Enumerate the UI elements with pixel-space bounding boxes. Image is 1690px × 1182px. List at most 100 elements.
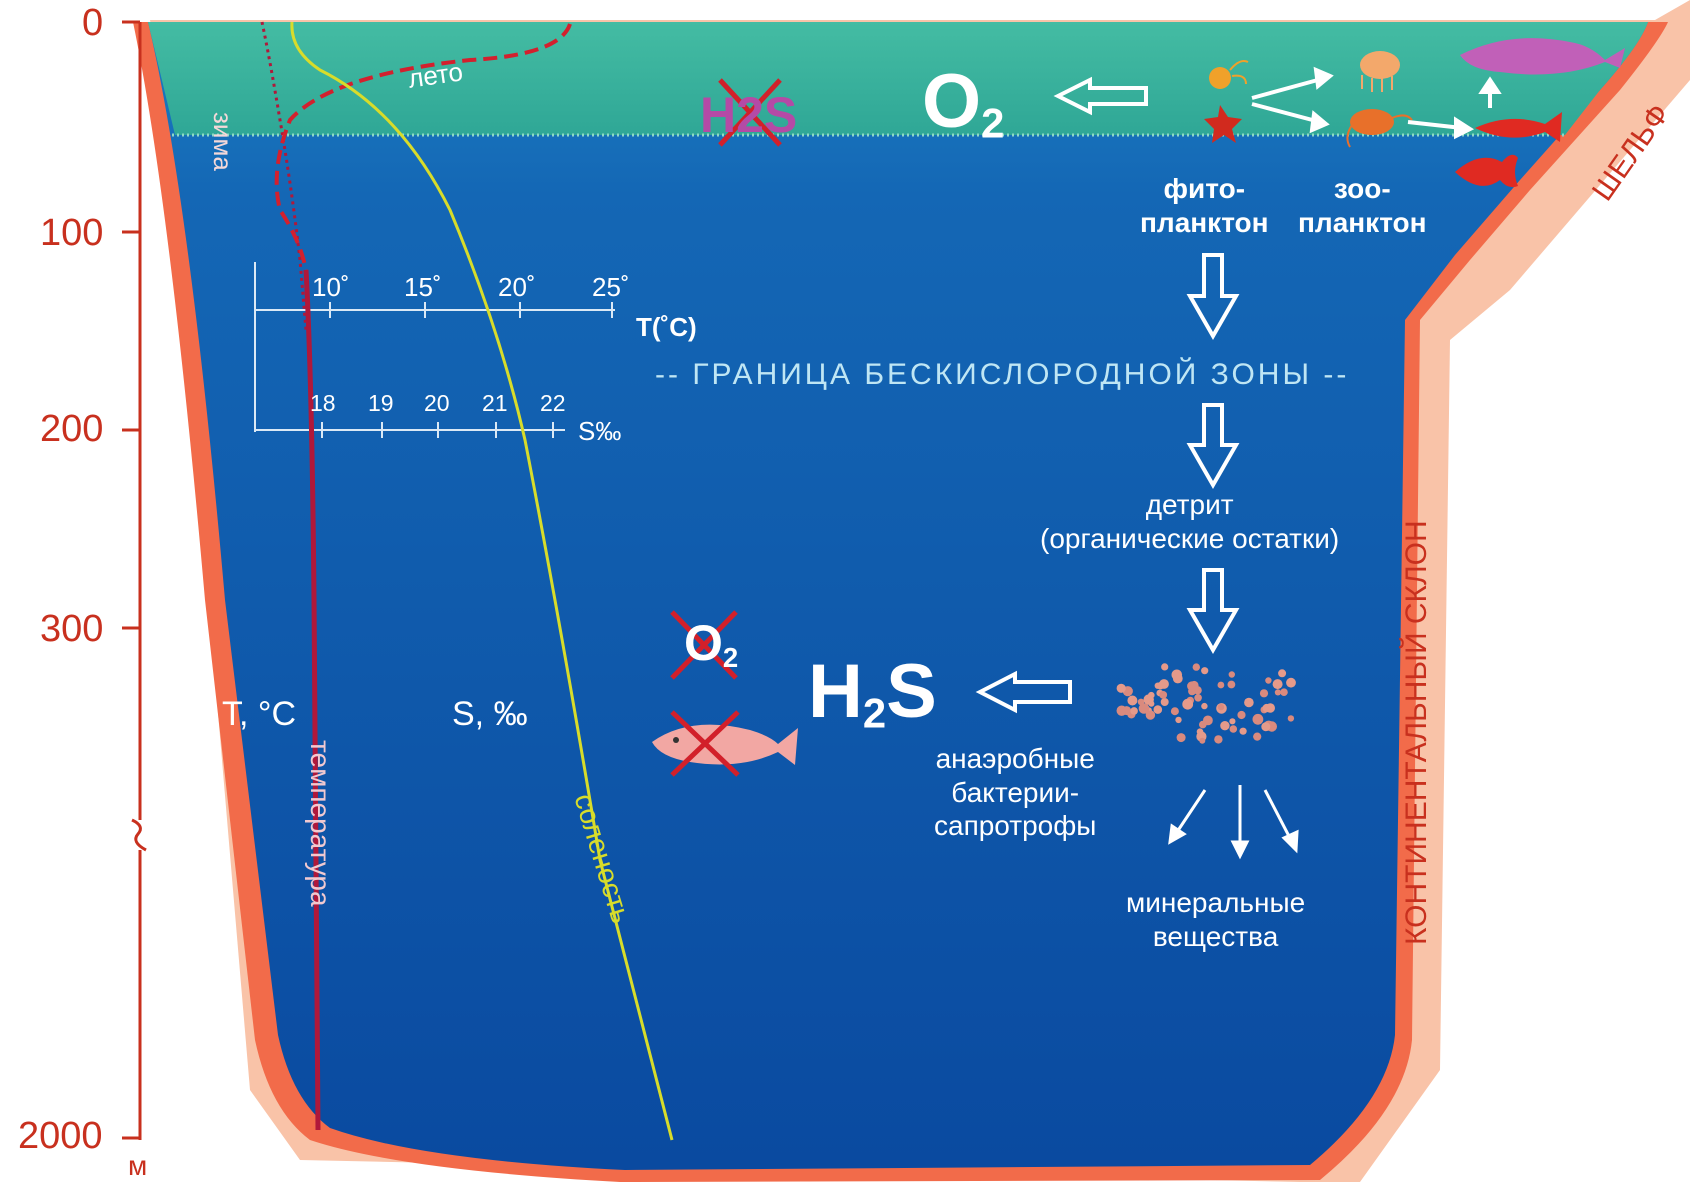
phytoplankton-cell-icon (1209, 67, 1231, 89)
t-tick-20: 20˚ (498, 272, 536, 302)
phytoplankton-icons (1204, 60, 1249, 143)
detritus-particle (1199, 720, 1207, 729)
mini-axes (254, 262, 615, 438)
salinity-curve (290, 21, 674, 1141)
winter-temperature-curve (260, 21, 308, 331)
s-tick-21: 21 (482, 390, 508, 416)
detritus-particle (1220, 721, 1230, 731)
down-arrow-1 (1186, 253, 1240, 341)
o2-crossed-mark (670, 610, 738, 680)
bacteria-label: анаэробные бактерии- сапротрофы (934, 743, 1097, 842)
detritus-particle (1272, 679, 1283, 690)
food-chain-arrows (1251, 66, 1502, 140)
h2s-release-arrow (975, 670, 1072, 714)
shrimp-icon (1350, 109, 1394, 135)
o2-crossed-symbol: O (684, 615, 723, 671)
continental-slope-label: КОНТИНЕНТАЛЬНЫЙ СКЛОН (1400, 520, 1433, 945)
detritus-particle (1116, 705, 1127, 716)
o2-crossed-subscript: 2 (722, 641, 739, 673)
s-tick-22: 22 (540, 390, 566, 416)
depth-tick-0: 0 (82, 2, 104, 44)
h2s-label: H2S (808, 654, 937, 734)
detritus-particle (1170, 707, 1179, 716)
detritus-particle (1187, 681, 1197, 691)
depth-tick-100: 100 (40, 212, 104, 254)
summer-temperature-curve (274, 23, 572, 271)
dead-fish-icon (652, 724, 798, 765)
o2-symbol: O (922, 59, 982, 144)
o2-label: O2 (922, 64, 1004, 144)
anoxic-boundary-label: -- ГРАНИЦА БЕСКИСЛОРОДНОЙ ЗОНЫ -- (655, 358, 1350, 391)
detritus-particle (1262, 703, 1271, 713)
h2s-subscript: 2 (862, 689, 887, 737)
salinity-axis-label: S, ‰ (452, 695, 528, 733)
s-tick-18: 18 (310, 390, 336, 416)
s-tick-20: 20 (424, 390, 450, 416)
detritus-particle (1172, 673, 1183, 684)
down-arrow-2 (1186, 403, 1240, 490)
s-axis-label: S‰ (578, 416, 622, 446)
detritus-particle (1227, 680, 1236, 689)
t-tick-10: 10˚ (312, 272, 350, 302)
depth-tick-2000: 2000 (18, 1115, 103, 1157)
detritus-particle (1154, 682, 1162, 689)
surface-water (148, 22, 1648, 135)
detritus-particle (1182, 698, 1194, 710)
depth-unit: м (128, 1150, 148, 1181)
detritus-particle (1286, 677, 1296, 688)
detritus-particle (1192, 663, 1201, 671)
temperature-axis-label: T, °C (222, 695, 297, 733)
detritus-particle (1201, 702, 1208, 710)
s-tick-19: 19 (368, 390, 394, 416)
mineral-arrows (1168, 785, 1299, 860)
temperature-curve (303, 269, 321, 1131)
fish-crossed-mark (670, 710, 740, 777)
detritus-particle (1278, 669, 1287, 678)
o2-crossed-label: O2 (684, 618, 738, 671)
detritus-particle (1130, 707, 1138, 715)
detritus-particle (1143, 694, 1154, 705)
red-fish-small-icon (1455, 154, 1518, 188)
depth-axis (122, 20, 147, 1140)
detritus-particle (1161, 663, 1169, 671)
detritus-particle (1280, 688, 1288, 696)
o2-subscript: 2 (981, 99, 1005, 147)
h2s-h: H (808, 649, 863, 734)
t-tick-25: 25˚ (592, 272, 630, 302)
red-fish-icon (1475, 112, 1562, 142)
zooplankton-icons (1346, 51, 1413, 148)
detritus-particle (1228, 671, 1236, 678)
detritus-particle (1252, 713, 1264, 725)
detritus-particle (1239, 727, 1247, 735)
down-arrow-3 (1186, 568, 1240, 655)
detritus-particle (1244, 697, 1254, 708)
detritus-particle (1261, 722, 1271, 732)
detritus-particle (1287, 715, 1295, 722)
t-axis-label: T(˚C) (636, 312, 697, 342)
detritus-particle (1176, 733, 1186, 743)
o2-release-arrow (1053, 76, 1148, 116)
axis-break-mark (131, 818, 147, 852)
detritus-particle (1214, 735, 1223, 744)
detritus-particle (1196, 728, 1204, 735)
detritus-particle (1229, 725, 1238, 733)
detritus-particle (1153, 705, 1163, 714)
h2s-s: S (886, 649, 937, 734)
detritus-particle (1116, 683, 1126, 693)
detritus-particle (1159, 691, 1168, 699)
detritus-particle (1194, 694, 1202, 702)
detritus-particle (1145, 710, 1156, 720)
detritus-particle (1217, 703, 1225, 711)
detritus-label: детрит (органические остатки) (1040, 489, 1340, 554)
detritus-particle (1159, 679, 1169, 689)
t-tick-15: 15˚ (404, 272, 442, 302)
winter-label: зима (208, 112, 238, 171)
minerals-label: минеральные вещества (1126, 887, 1306, 952)
detritus-particle (1274, 689, 1281, 696)
detritus-particle (1175, 716, 1182, 724)
detritus-particle (1217, 681, 1225, 689)
phytoplankton-label: фито- планктон (1140, 173, 1269, 238)
dolphin-icon (1460, 38, 1625, 75)
detritus-particle (1229, 718, 1236, 725)
detritus-particle (1259, 689, 1269, 698)
